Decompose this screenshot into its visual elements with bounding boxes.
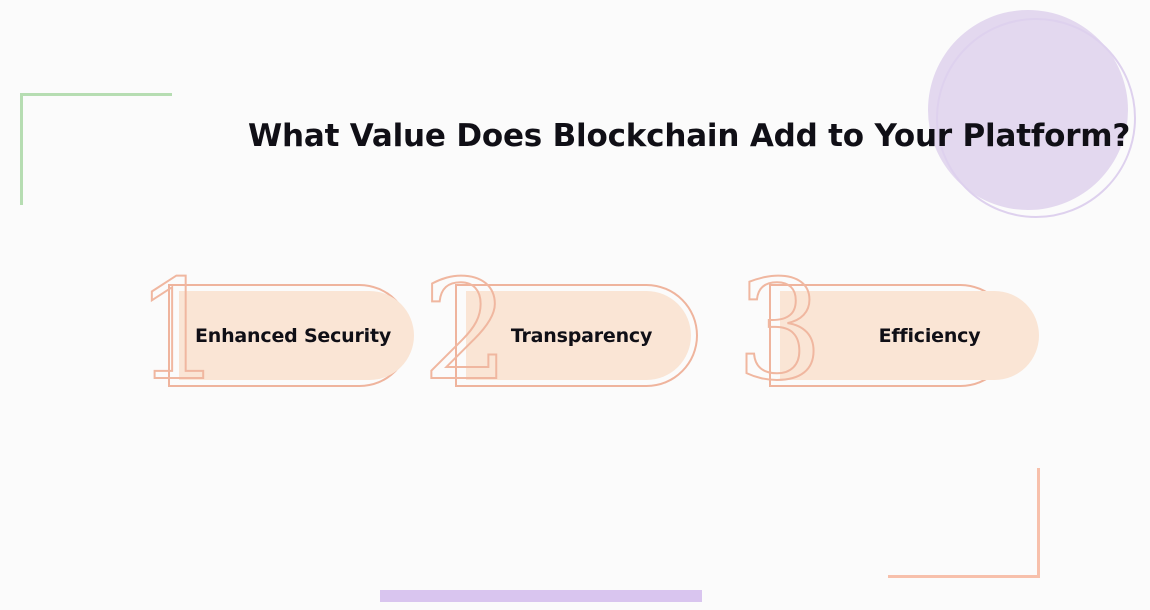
green-corner-bracket-shape [20, 93, 172, 205]
value-item-label: Efficiency [878, 324, 981, 347]
step-number-outline: 2 [421, 250, 511, 411]
lavender-circle-shape [928, 10, 1128, 210]
value-item: 2 Transparency [421, 261, 698, 401]
slide-title: What Value Does Blockchain Add to Your P… [248, 118, 1131, 154]
pill-outline-shape [455, 284, 698, 387]
value-item: 3 Efficiency [735, 261, 1039, 401]
value-items-row: 1 Enhanced Security 2 Transparency 3 Eff… [0, 261, 1150, 401]
lavender-bottom-bar-shape [380, 590, 702, 602]
value-item-label: Enhanced Security [195, 324, 392, 347]
pill-fill-shape: Efficiency [780, 291, 1039, 380]
value-item: 1 Enhanced Security [134, 261, 414, 401]
salmon-corner-bracket-shape [888, 468, 1040, 578]
value-item-label: Transparency [510, 324, 653, 347]
pill-fill-shape: Enhanced Security [179, 291, 414, 380]
pill-fill-shape: Transparency [466, 291, 691, 380]
step-number-outline: 3 [735, 250, 825, 411]
step-number-outline: 1 [134, 250, 224, 411]
